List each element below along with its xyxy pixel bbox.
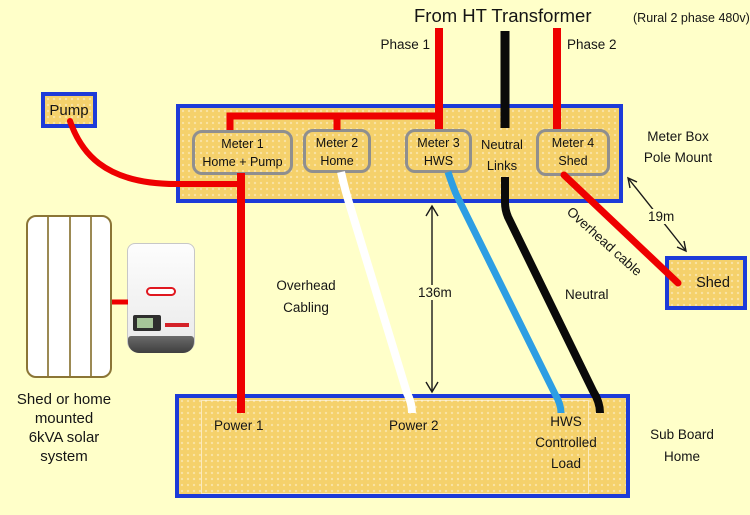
phase1-label: Phase 1 — [380, 37, 430, 52]
distance-19m-label: 19m — [645, 209, 678, 224]
meter-4-title: Meter 4 — [551, 136, 595, 150]
diagram-title-note: (Rural 2 phase 480v) — [633, 11, 750, 25]
meter-3-title: Meter 3 — [417, 136, 460, 150]
distance-136m-label: 136m — [415, 285, 455, 300]
diagram-title: From HT Transformer — [414, 5, 592, 26]
hws-controlled-load-label: HWS Controlled Load — [535, 414, 597, 471]
meter-4-load: Shed — [558, 154, 588, 168]
meter-3-load: HWS — [423, 154, 454, 168]
shed-label: Shed — [696, 275, 730, 291]
inverter-display — [133, 315, 161, 331]
sub-board-caption: Sub Board Home — [650, 427, 714, 464]
power2-cable — [337, 171, 416, 414]
solar-system-caption: Shed or home mounted 6kVA solar system — [16, 391, 112, 465]
inverter-brand-logo — [146, 287, 176, 296]
shed-box: Shed — [665, 256, 747, 310]
inverter-screen — [137, 318, 153, 328]
panel-divider — [47, 217, 49, 376]
meter-box: Meter 1 Home + Pump Meter 2 Home Meter 3… — [176, 104, 623, 203]
phase2-label: Phase 2 — [567, 37, 617, 52]
sub-board-box: Power 1 Power 2 HWS Controlled Load — [175, 394, 630, 498]
meter-box-caption: Meter Box Pole Mount — [643, 129, 713, 165]
pump-box: Pump — [41, 92, 97, 128]
meter-1-load: Home + Pump — [202, 155, 283, 169]
overhead-cable-label: Overhead cable — [563, 204, 645, 279]
meter-2-load: Home — [320, 154, 354, 168]
neutral-run-label: Neutral — [565, 287, 609, 302]
meter-3: Meter 3 HWS — [405, 129, 472, 173]
neutral-links-label: Neutral Links — [481, 137, 523, 173]
meter-4: Meter 4 Shed — [536, 129, 610, 176]
overhead-cabling-label: Overhead Cabling — [276, 278, 336, 315]
inverter-base — [128, 336, 194, 353]
panel-divider — [90, 217, 92, 376]
pump-label: Pump — [49, 101, 89, 119]
power2-label: Power 2 — [389, 418, 439, 433]
meter-1: Meter 1 Home + Pump — [192, 130, 293, 175]
solar-inverter — [127, 243, 195, 353]
meter-2-title: Meter 2 — [315, 136, 359, 150]
hws-cable — [444, 170, 565, 414]
power1-label: Power 1 — [214, 418, 264, 433]
panel-divider — [69, 217, 71, 376]
inverter-model-label — [165, 323, 189, 327]
meter-1-title: Meter 1 — [221, 137, 264, 151]
solar-panel — [26, 215, 112, 378]
meter-2: Meter 2 Home — [303, 129, 371, 173]
